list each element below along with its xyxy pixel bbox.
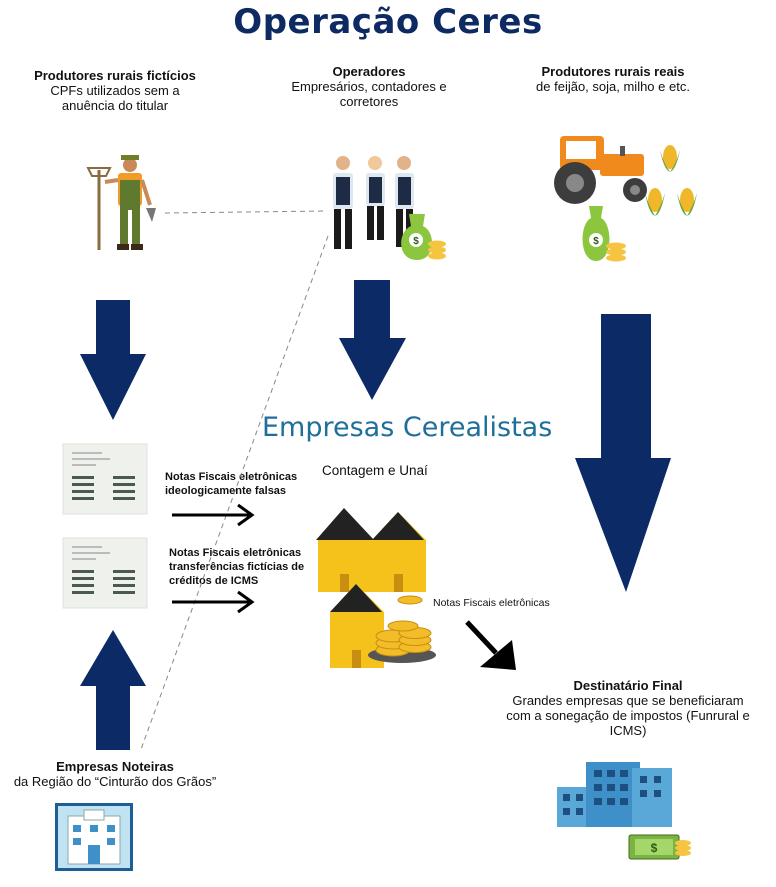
- arrow-down-left: [80, 300, 146, 420]
- operadores-label: Operadores Empresários, contadores e cor…: [278, 64, 460, 109]
- money-bag-small-icon: $: [582, 206, 626, 262]
- nf-transferencias-line3: créditos de ICMS: [169, 575, 259, 587]
- cash-currency: $: [651, 841, 658, 855]
- destinatario-line1: Grandes empresas que se beneficiaram: [512, 693, 744, 708]
- corn-icon: [645, 145, 697, 216]
- cerealistas-heading: Empresas Cerealistas: [262, 412, 553, 443]
- dashed-connector-producer-operators: [164, 210, 326, 214]
- money-bag-currency: $: [413, 236, 419, 247]
- produtores-reais-heading: Produtores rurais reais: [541, 64, 685, 79]
- nf-transferencias-line1: Notas Fiscais eletrônicas: [169, 547, 302, 559]
- cerealistas-buildings-icon: [316, 508, 426, 668]
- nf-eletronicas-label: Notas Fiscais eletrônicas: [433, 597, 550, 609]
- nf-transferencias-line2: transferências fictícias de: [169, 561, 305, 573]
- tractor-icon: [554, 136, 647, 204]
- produtores-ficticios-label: Produtores rurais fictícios CPFs utiliza…: [20, 68, 210, 113]
- arrow-right-nf-falsas: [172, 503, 255, 527]
- document-icon-1: [62, 443, 148, 515]
- nf-falsas-label: Notas Fiscais eletrônicas ideologicament…: [165, 470, 297, 498]
- arrow-up-left: [80, 630, 146, 750]
- operadores-line1: Empresários, contadores e: [291, 79, 447, 94]
- coins-icon: [368, 595, 436, 663]
- nf-transferencias-label: Notas Fiscais eletrônicas transferências…: [169, 546, 304, 588]
- noteiras-building-icon: [55, 803, 133, 871]
- nf-falsas-line1: Notas Fiscais eletrônicas: [165, 471, 298, 483]
- noteiras-line1: da Região do “Cinturão dos Grãos”: [13, 774, 217, 789]
- arrow-to-destinatario: [465, 620, 516, 670]
- produtores-reais-line1: de feijão, soja, milho e etc.: [536, 79, 690, 94]
- operadores-line2: corretores: [339, 94, 399, 109]
- produtores-ficticios-heading: Produtores rurais fictícios: [34, 68, 196, 83]
- arrow-down-center: [339, 280, 406, 400]
- destinatario-line2: com a sonegação de impostos (Funrural e …: [506, 708, 750, 738]
- arrow-down-right: [575, 314, 671, 592]
- nf-falsas-line2: ideologicamente falsas: [165, 485, 287, 497]
- dashed-connector-operators-noteiras: [139, 235, 329, 753]
- produtores-ficticios-line1: CPFs utilizados sem a: [50, 83, 180, 98]
- produtores-ficticios-line2: anuência do titular: [61, 98, 169, 113]
- operadores-heading: Operadores: [332, 64, 406, 79]
- operators-icon: [333, 156, 414, 249]
- farmer-icon: [86, 155, 156, 250]
- diagram-title: Operação Ceres: [233, 2, 543, 42]
- document-icon-2: [62, 537, 148, 609]
- destinatario-label: Destinatário Final Grandes empresas que …: [490, 678, 766, 738]
- money-bag-small-currency: $: [593, 236, 599, 247]
- cash-icon: $: [628, 834, 691, 860]
- cerealistas-location: Contagem e Unaí: [322, 463, 428, 478]
- noteiras-label: Empresas Noteiras da Região do “Cinturão…: [5, 759, 225, 789]
- arrow-right-nf-transferencias: [172, 590, 255, 614]
- produtores-reais-label: Produtores rurais reais de feijão, soja,…: [520, 64, 706, 94]
- destinatario-heading: Destinatário Final: [573, 678, 683, 693]
- noteiras-heading: Empresas Noteiras: [56, 759, 174, 774]
- corporate-buildings-icon: [557, 762, 672, 827]
- money-bag-icon: $: [401, 214, 446, 260]
